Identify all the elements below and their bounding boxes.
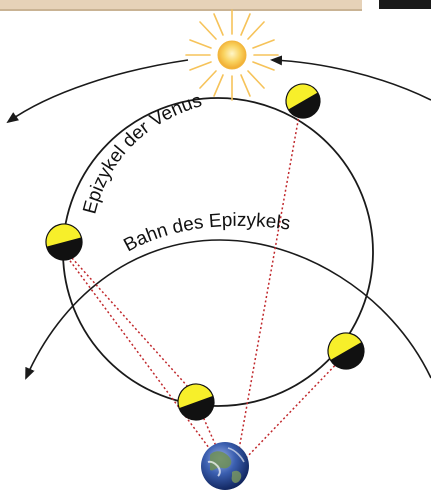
top-band: [0, 0, 362, 10]
venus-top: [280, 78, 326, 124]
deferent-label: Bahn des Epizykels: [120, 210, 291, 256]
epicycle-circle: [63, 98, 373, 406]
sightline-right: [246, 356, 344, 458]
top-right-tab: [379, 0, 431, 9]
venus-left: [42, 220, 86, 264]
top-band-edge: [0, 9, 362, 11]
venus-right: [321, 326, 370, 375]
sightline-left: [62, 250, 212, 452]
earth-icon: [201, 442, 249, 490]
sun-icon: [186, 10, 278, 100]
sightline-top: [238, 110, 300, 455]
sightline-left-inner: [72, 258, 198, 398]
venus-bottom: [173, 379, 219, 425]
deferent-orbit: [26, 240, 431, 378]
